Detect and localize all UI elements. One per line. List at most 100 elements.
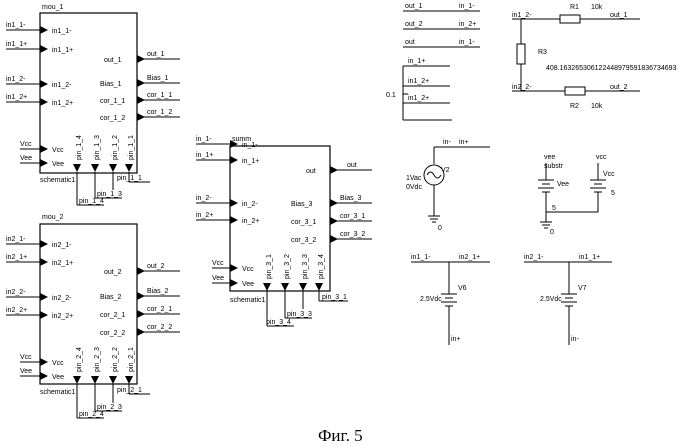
divider-value: 0.1 — [386, 92, 396, 99]
pin-label: in_1+ — [242, 158, 259, 165]
pin-label: Vee — [52, 374, 64, 381]
divider-top-net: in_1+ — [408, 58, 425, 65]
wire-label: Vee — [212, 275, 224, 282]
v2-ac: 1Vac — [406, 175, 422, 182]
wire-label: cor_3_1 — [340, 213, 365, 220]
wire-label: in2_1+ — [6, 254, 27, 261]
pin-label: in2_2- — [52, 295, 72, 302]
supply-sources: vee substr Vee vcc Vcc 5 5 0 — [538, 154, 615, 236]
block-summ-label: schematic1 — [230, 297, 266, 304]
block-mou-2: mou_2 in2_1- in2_1+ in2_2- in2_2+ Vcc Ve… — [6, 214, 180, 418]
net-table-right: in_1- — [459, 39, 475, 46]
wire-label: Vee — [20, 368, 32, 375]
net-table: out_1 in_1- out_2 in_2+ out in_1- — [403, 3, 480, 47]
pin-label: Vcc — [52, 360, 64, 367]
wire-label: pin_1_3 — [97, 191, 122, 198]
pin-label: pin_2_3 — [94, 347, 101, 372]
pin-label: pin_2_1 — [128, 347, 135, 372]
wire-label: in2_2- — [6, 289, 26, 296]
wire-label: in2_1- — [6, 236, 26, 243]
wire-label: pin_1_1 — [117, 175, 142, 182]
v6-name: V6 — [458, 285, 467, 292]
wire-label: in1_2- — [6, 76, 26, 83]
net-label: out_2 — [610, 84, 628, 91]
pin-label: cor_2_2 — [100, 330, 125, 337]
resistor-r1 — [560, 15, 580, 23]
pin-label: in_2+ — [242, 218, 259, 225]
v7-bottom-net: in- — [571, 336, 579, 343]
wire-label: out_2 — [147, 263, 165, 270]
r1-name: R1 — [570, 4, 579, 11]
divider-net: in1_2+ — [408, 78, 429, 85]
pin-label: cor_1_1 — [100, 98, 125, 105]
pin-label: Bias_3 — [291, 201, 313, 208]
pin-label: cor_3_1 — [291, 219, 316, 226]
wire-label: Vee — [20, 155, 32, 162]
wire-label: Bias_3 — [340, 195, 362, 202]
block-mou-1: mou_1 in1_1- in1_1+ in1_2- in1_2+ Vcc Ve… — [6, 4, 180, 205]
net-table-left: out_1 — [405, 3, 423, 10]
vcc-label: vcc — [596, 154, 607, 161]
wire-label: in_2+ — [196, 212, 213, 219]
wire-label: Vcc — [212, 260, 224, 267]
vcc-value: 5 — [611, 190, 615, 197]
v7-name: V7 — [578, 285, 587, 292]
source-v6: in1_1- in2_1+ V6 2.5Vdc in+ — [411, 254, 490, 345]
wire-label: pin_3_4 — [266, 319, 291, 326]
block-summ: summ in_1- in_1+ in_2- in_2+ Vcc Vee in_… — [196, 136, 372, 326]
sine-icon — [427, 172, 441, 178]
v7-value: 2.5Vdc — [540, 296, 562, 303]
substr-label: substr — [544, 163, 564, 170]
net-table-left: out_2 — [405, 21, 423, 28]
wire-label: in_2- — [196, 195, 212, 202]
pin-label: pin_3_2 — [284, 254, 291, 279]
net-table-right: in_2+ — [459, 21, 476, 28]
ground-label: 0 — [550, 229, 554, 236]
net-label: in2_2- — [512, 84, 532, 91]
source-v7: in2_1- in1_1+ V7 2.5Vdc in- — [524, 254, 612, 345]
pin-label: pin_2_2 — [112, 347, 119, 372]
net-label: in1_2- — [512, 12, 532, 19]
ground-label: 0 — [438, 225, 442, 232]
pin-label: pin_1_3 — [94, 135, 101, 160]
wire-label: out — [347, 162, 357, 169]
pin-label: Vcc — [242, 266, 254, 273]
wire-label: pin_1_4 — [79, 198, 104, 205]
pin-label: pin_1_2 — [112, 135, 119, 160]
pin-label: pin_3_4 — [318, 254, 325, 279]
r1-value: 10k — [591, 4, 603, 11]
pin-label: in_1- — [242, 142, 258, 149]
wire-label: in2_2+ — [6, 307, 27, 314]
pin-label: pin_1_4 — [76, 135, 83, 160]
wire-label: cor_1_1 — [147, 92, 172, 99]
r3-name: R3 — [538, 49, 547, 56]
v6-left-net: in1_1- — [411, 254, 431, 261]
divider-net: in1_2+ — [408, 95, 429, 102]
pin-label: in2_2+ — [52, 313, 73, 320]
pin-label: pin_1_1 — [128, 135, 135, 160]
pin-label: in1_1+ — [52, 47, 73, 54]
v2-name: V2 — [441, 167, 450, 174]
divider: in_1+ in1_2+ in1_2+ 0.1 — [386, 58, 452, 120]
wire-label: cor_2_2 — [147, 324, 172, 331]
pin-label: Vee — [52, 161, 64, 168]
pin-label: in_2- — [242, 201, 258, 208]
pin-label: Vcc — [52, 147, 64, 154]
wire-label: pin_2_3 — [97, 404, 122, 411]
net-table-right: in_1- — [459, 3, 475, 10]
block-mou-1-label: schematic1 — [40, 177, 76, 184]
pin-label: in2_1- — [52, 242, 72, 249]
pin-label: in1_1- — [52, 28, 72, 35]
wire-label: pin_2_4 — [79, 411, 104, 418]
r2-name: R2 — [570, 103, 579, 110]
vcc-name: Vcc — [603, 171, 615, 178]
block-mou-2-label: schematic1 — [40, 389, 76, 396]
pin-label: cor_1_2 — [100, 115, 125, 122]
wire-label: in1_1- — [6, 22, 26, 29]
source-v2: in- in+ V2 1Vac 0Vdc 0 — [406, 139, 490, 232]
wire-label: in1_2+ — [6, 94, 27, 101]
block-mou-2-name: mou_2 — [42, 214, 64, 221]
node-label: 5 — [552, 205, 556, 212]
pin-label: Vee — [242, 281, 254, 288]
